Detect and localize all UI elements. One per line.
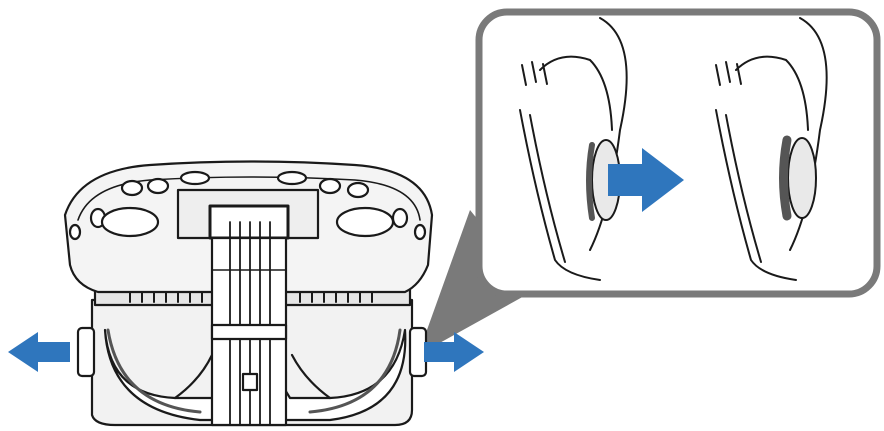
vr-headset [63,160,434,427]
right-ipd-knob [408,326,428,378]
left-arrow [8,332,70,372]
top-strap [210,221,288,427]
left-ipd-knob [76,326,96,378]
strap-housing [208,204,290,240]
callout-pointer [418,210,535,355]
sensor-dimples [68,170,427,241]
inset-state-before [519,17,628,281]
detail-inset [475,8,881,298]
right-arrow [424,332,484,372]
inset-state-after [715,17,828,281]
callout-arrow [608,148,684,212]
